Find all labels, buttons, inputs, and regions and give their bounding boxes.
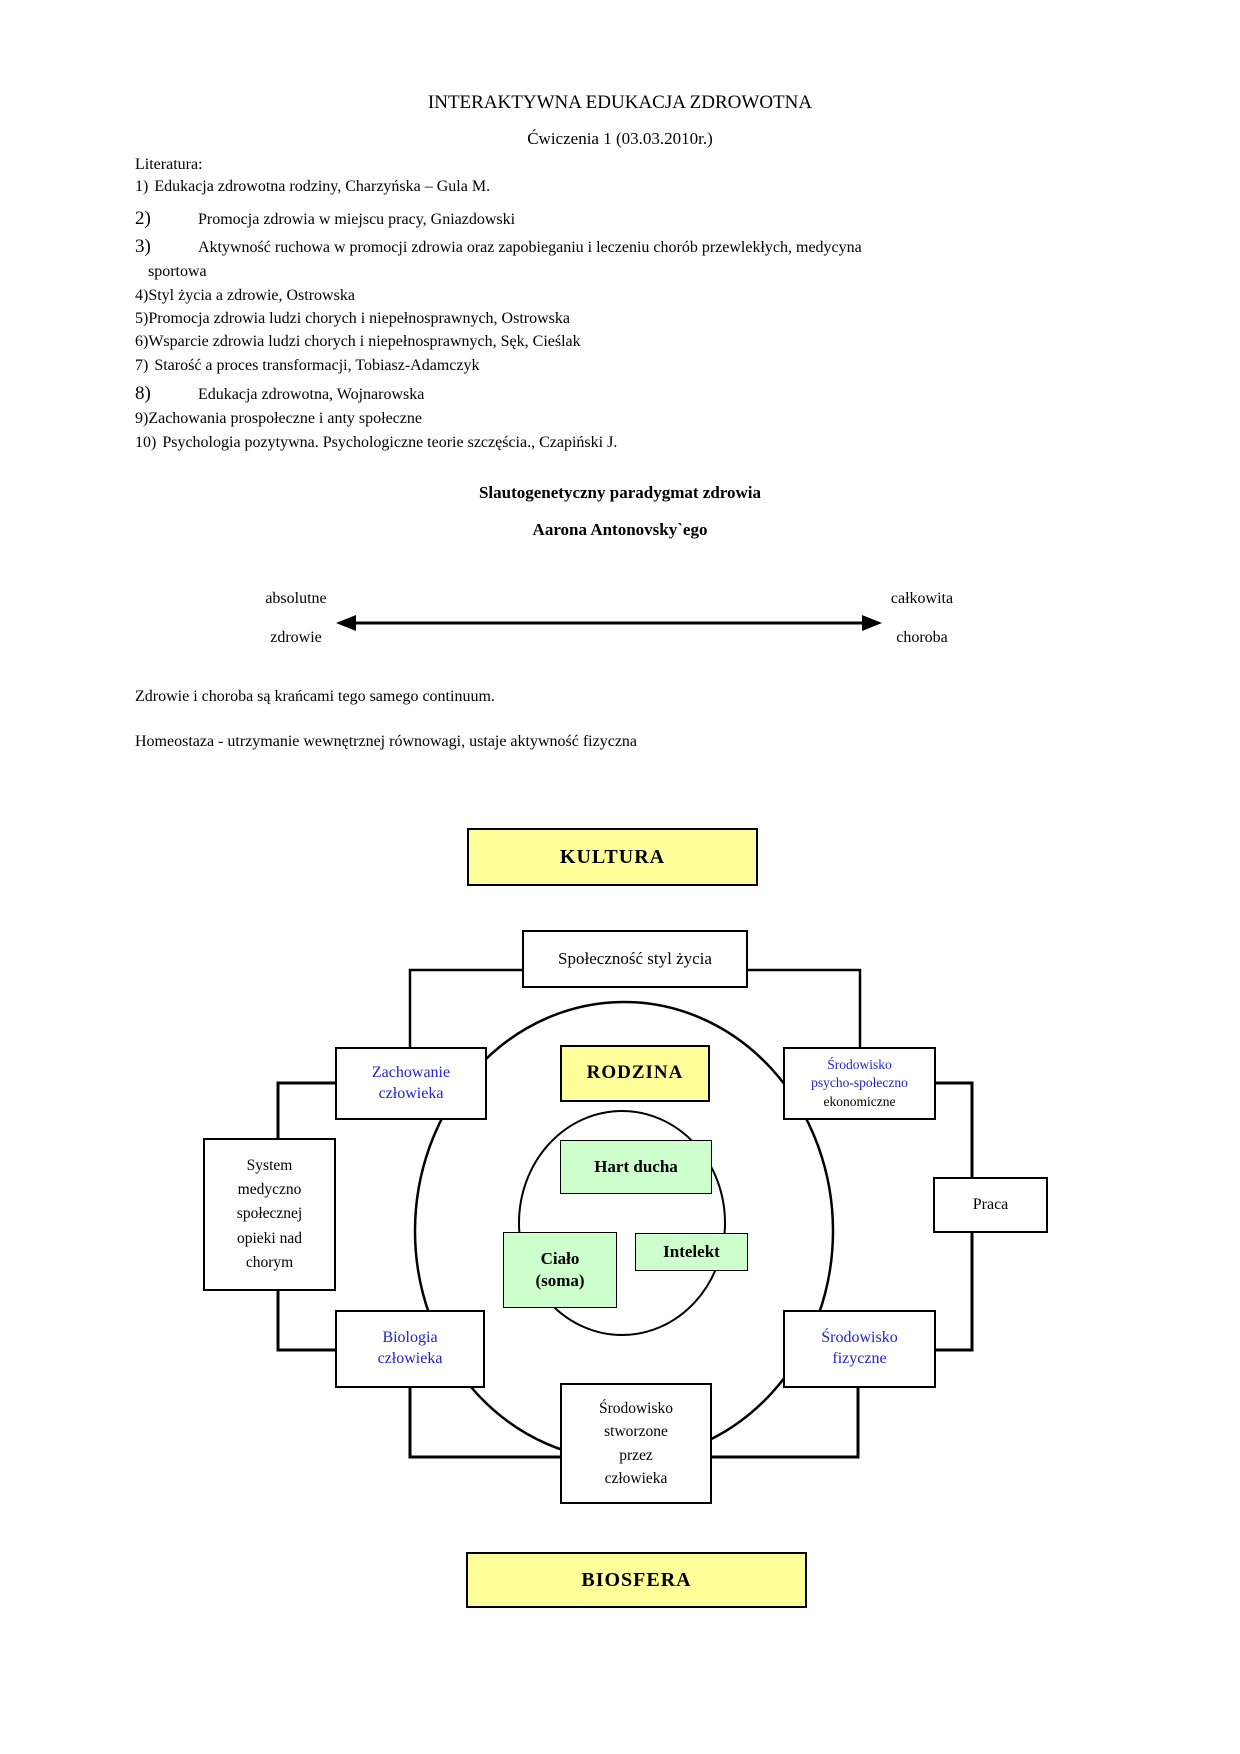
box-fizyczne-line2: fizyczne	[832, 1350, 887, 1367]
literature-item: 8) Edukacja zdrowotna, Wojnarowska	[135, 383, 1115, 405]
item-text: Edukacja zdrowotna rodziny, Charzyńska –…	[154, 178, 491, 195]
box-cialo-soma: Ciało (soma)	[503, 1232, 617, 1308]
box-system-line1: System	[246, 1157, 293, 1175]
box-psycho-line2: psycho-społeczno	[811, 1075, 908, 1091]
item-number: 3)	[135, 236, 151, 257]
box-intelekt-label: Intelekt	[663, 1241, 720, 1261]
inner-ellipse	[518, 1110, 726, 1336]
box-srodowisko-psycho-spoleczno: Środowisko psycho-społeczno ekonomiczne	[783, 1047, 936, 1120]
box-system-line3: społecznej	[236, 1205, 303, 1223]
box-stworzone-line4: człowieka	[604, 1469, 668, 1487]
box-cialo-line2: (soma)	[535, 1271, 585, 1290]
item-text: Psychologia pozytywna. Psychologiczne te…	[162, 434, 618, 451]
literature-item: 3) Aktywność ruchowa w promocji zdrowia o…	[135, 236, 1115, 258]
item-text: Wsparcie zdrowia ludzi chorych i niepełn…	[148, 333, 581, 350]
box-cialo-line1: Ciało	[540, 1248, 580, 1268]
item-number: 8)	[135, 383, 151, 404]
item-number: 2)	[135, 208, 151, 229]
box-biologia: Biologia człowieka	[335, 1310, 485, 1388]
box-kultura-label: KULTURA	[559, 846, 666, 868]
item-number: 7)	[135, 357, 149, 374]
box-biosfera: BIOSFERA	[466, 1552, 807, 1608]
box-system-line2: medyczno	[237, 1181, 302, 1199]
item-text: Styl życia a zdrowie, Ostrowska	[148, 287, 355, 304]
literature-item-wrap: sportowa	[148, 263, 1128, 281]
continuum-left-top: absolutne	[265, 590, 327, 607]
item-number: 1)	[135, 178, 149, 195]
box-praca: Praca	[933, 1177, 1048, 1233]
box-spolecznosc: Społeczność styl życia	[522, 930, 748, 988]
item-text: Zachowania prospołeczne i anty społeczne	[148, 410, 422, 427]
literature-item: 10) Psychologia pozytywna. Psychologiczne…	[135, 434, 1115, 452]
box-zachowanie-line1: Zachowanie	[371, 1063, 451, 1081]
literature-item: 4)Styl życia a zdrowie, Ostrowska	[135, 287, 1115, 305]
literature-item: 9)Zachowania prospołeczne i anty społecz…	[135, 410, 1115, 428]
item-number: 5)	[135, 310, 149, 327]
box-zachowanie: Zachowanie człowieka	[335, 1047, 487, 1120]
item-number: 6)	[135, 333, 149, 350]
box-stworzone-line1: Środowisko	[598, 1400, 674, 1417]
box-praca-label: Praca	[972, 1195, 1009, 1213]
item-text: Edukacja zdrowotna, Wojnarowska	[198, 386, 425, 403]
literature-item: 5)Promocja zdrowia ludzi chorych i niepe…	[135, 310, 1115, 328]
continuum-left-bottom: zdrowie	[270, 629, 322, 646]
box-fizyczne-line1: Środowisko	[821, 1329, 898, 1347]
box-system-line5: chorym	[245, 1253, 294, 1271]
item-number: 4)	[135, 287, 149, 304]
item-number: 10)	[135, 434, 157, 451]
literature-label: Literatura:	[135, 156, 203, 173]
box-stworzone-line3: przez	[619, 1446, 653, 1464]
literature-item: 6)Wsparcie zdrowia ludzi chorych i niepe…	[135, 333, 1115, 351]
page-subtitle: Ćwiczenia 1 (03.03.2010r.)	[527, 129, 713, 148]
connector-top-right	[748, 968, 862, 1047]
box-zachowanie-line2: człowieka	[378, 1084, 444, 1102]
box-stworzone-line2: stworzone	[604, 1423, 668, 1441]
item-text: Promocja zdrowia w miejscu pracy, Gniazd…	[198, 211, 516, 228]
box-system-medyczny: System medyczno społecznej opieki nad ch…	[203, 1138, 336, 1291]
continuum-right-bottom: choroba	[896, 629, 948, 646]
box-srodowisko-stworzone: Środowisko stworzone przez człowieka	[560, 1383, 712, 1504]
box-biologia-line2: człowieka	[377, 1350, 443, 1367]
box-intelekt: Intelekt	[635, 1233, 748, 1271]
item-text: Promocja zdrowia ludzi chorych i niepełn…	[148, 310, 570, 327]
box-biologia-line1: Biologia	[382, 1329, 438, 1347]
box-srodowisko-fizyczne: Środowisko fizyczne	[783, 1310, 936, 1388]
item-number: 9)	[135, 410, 149, 427]
paradigm-author: Aarona Antonovsky`ego	[532, 520, 708, 539]
box-psycho-line3: ekonomiczne	[823, 1093, 896, 1109]
box-rodzina-label: RODZINA	[586, 1062, 684, 1084]
literature-item: 2) Promocja zdrowia w miejscu pracy, Gnia…	[135, 208, 1115, 230]
box-hart-ducha: Hart ducha	[560, 1140, 712, 1194]
connector-bottom-left	[408, 1386, 560, 1459]
paradigm-heading: Slautogenetyczny paradygmat zdrowia	[478, 483, 762, 502]
literature-item: 1) Edukacja zdrowotna rodziny, Charzyńska…	[135, 178, 1115, 196]
box-rodzina: RODZINA	[560, 1045, 710, 1102]
item-text: Starość a proces transformacji, Tobiasz-…	[154, 357, 480, 374]
continuum-arrow	[336, 615, 882, 631]
continuum-note: Zdrowie i choroba są krańcami tego sameg…	[135, 688, 495, 705]
literature-item: 7) Starość a proces transformacji, Tobias…	[135, 357, 1115, 375]
homeostasis-note: Homeostaza - utrzymanie wewnętrznej równ…	[135, 733, 638, 750]
box-hart-ducha-label: Hart ducha	[594, 1156, 678, 1176]
box-system-line4: opieki nad	[237, 1229, 302, 1247]
page-title: INTERAKTYWNA EDUKACJA ZDROWOTNA	[427, 92, 813, 113]
item-text-continued: sportowa	[148, 263, 207, 280]
item-text: Aktywność ruchowa w promocji zdrowia ora…	[198, 239, 862, 256]
box-psycho-line1: Środowisko	[827, 1057, 892, 1073]
box-biosfera-label: BIOSFERA	[581, 1569, 692, 1591]
connector-bottom-right	[712, 1386, 860, 1459]
connector-top-left	[408, 968, 522, 1047]
box-spolecznosc-label: Społeczność styl życia	[558, 948, 712, 968]
box-kultura: KULTURA	[467, 828, 758, 886]
continuum-right-top: całkowita	[890, 590, 954, 607]
